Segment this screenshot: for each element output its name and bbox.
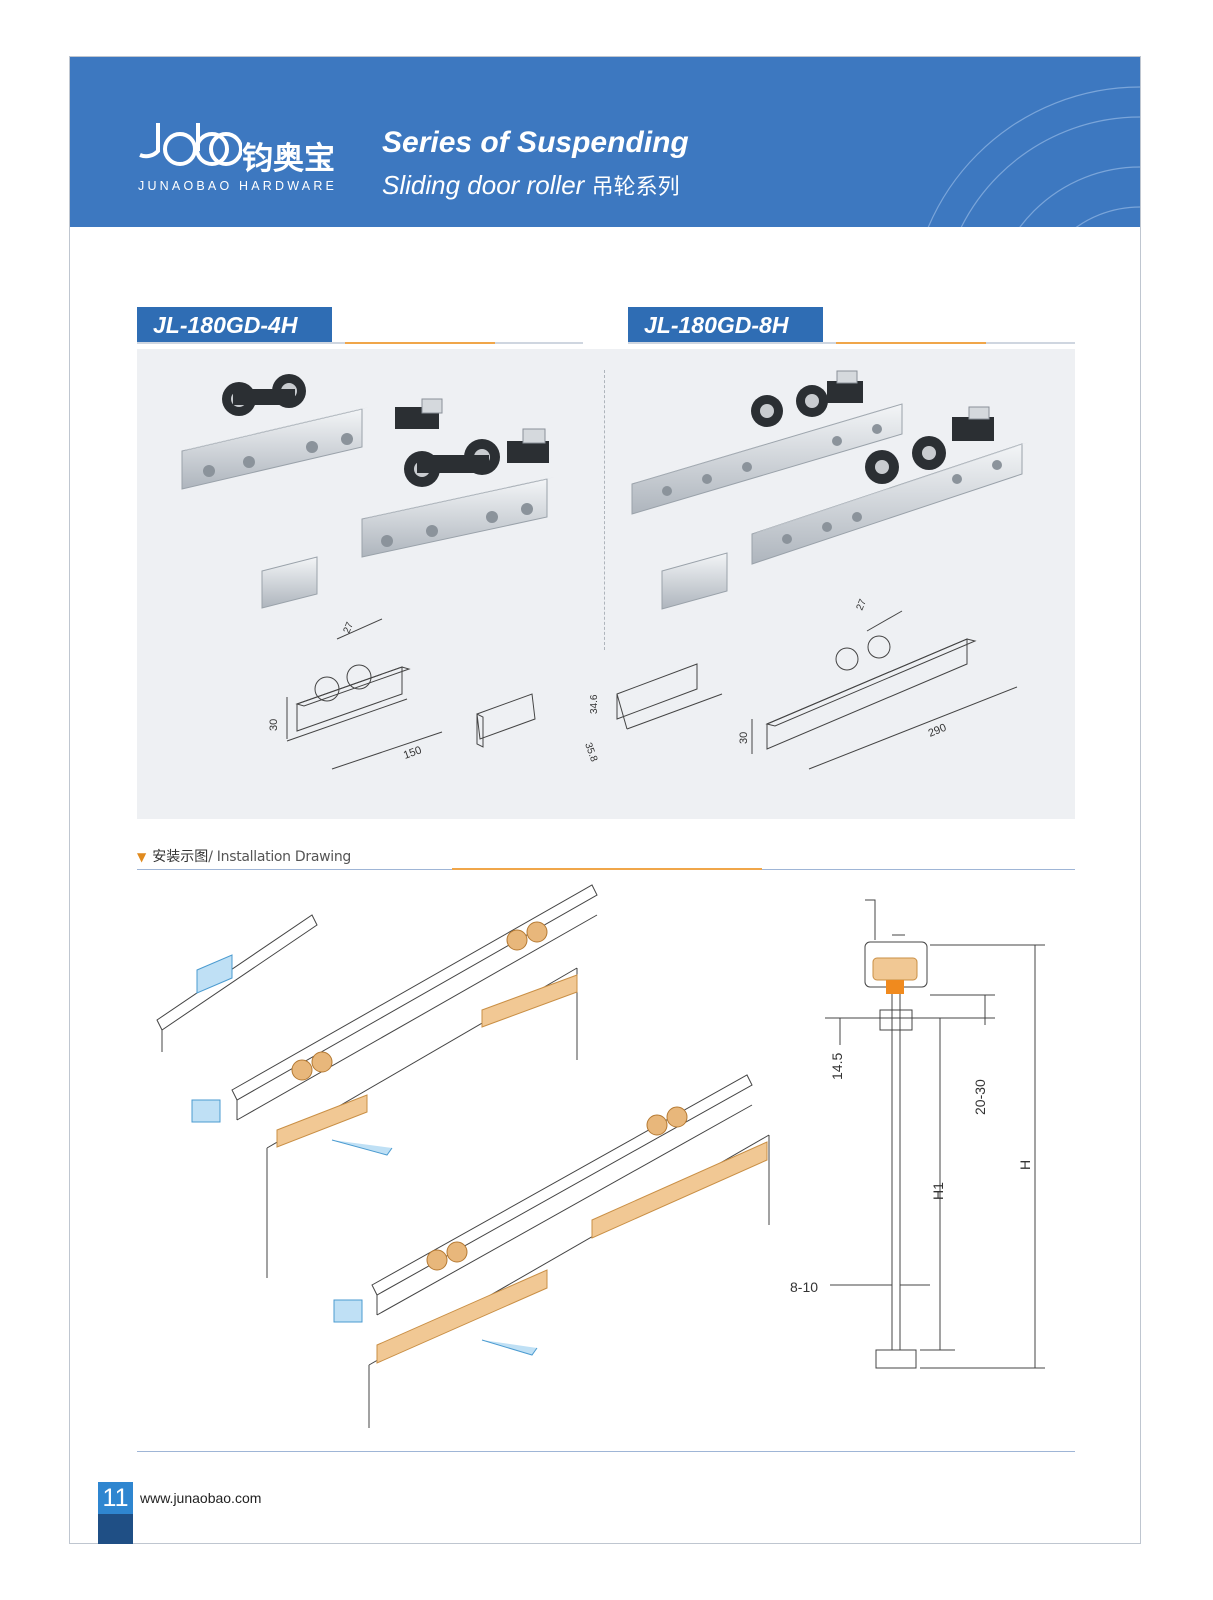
roller-8h-photo-back xyxy=(631,370,909,515)
bottom-guide-8h-photo xyxy=(661,552,728,610)
model-tab-8h: JL-180GD-8H xyxy=(628,307,823,343)
dim-length-8h: 290 xyxy=(927,722,949,740)
dim-track-width: 35.8 xyxy=(582,741,599,763)
page-frame xyxy=(69,56,1141,1544)
track-profile-drawing xyxy=(616,663,723,730)
installation-title-en: / Installation Drawing xyxy=(208,849,352,865)
roller-8h-drawing xyxy=(751,610,1018,770)
section-view-drawing: 14.5 20-30 H1 H 8-10 xyxy=(790,899,1045,1369)
page-number: 11 xyxy=(98,1482,133,1514)
triangle-icon: ▼ xyxy=(137,850,147,864)
dim-section-h: H xyxy=(1017,1160,1033,1170)
track-stopper-4h-photo xyxy=(395,398,443,429)
product-illustrations: 27 30 150 xyxy=(181,370,1029,770)
dim-section-gap: 8-10 xyxy=(790,1279,818,1295)
roller-8h-photo-front xyxy=(751,406,1029,565)
series-subtitle: Sliding door roller 吊轮系列 xyxy=(382,169,680,201)
bottom-guide-4h-photo xyxy=(261,556,318,609)
footer-divider xyxy=(137,1451,1075,1452)
installation-title-cn: 安装示图 xyxy=(152,849,209,865)
installation-heading: ▼ 安装示图/ Installation Drawing xyxy=(137,846,351,866)
section-bolt xyxy=(886,980,904,994)
roller-4h-photo-back xyxy=(181,374,369,490)
page-number-box: 11 xyxy=(98,1482,133,1544)
installation-divider-accent xyxy=(452,868,762,870)
mounting-plates xyxy=(276,974,768,1364)
roller-wheels xyxy=(291,921,688,1271)
stopper-4h-drawing xyxy=(476,693,536,748)
installation-drawing xyxy=(156,884,770,1428)
tab-underline-accent-8h xyxy=(836,342,986,344)
roller-4h-photo-front xyxy=(361,428,555,558)
dim-height-8h: 30 xyxy=(738,732,750,744)
series-subtitle-en: Sliding door roller xyxy=(382,170,585,200)
series-title: Series of Suspending xyxy=(382,126,689,159)
dim-section-b: 20-30 xyxy=(972,1079,988,1115)
stopper-parts xyxy=(191,954,538,1356)
section-roller xyxy=(872,957,918,981)
header-banner: 钧奥宝 JUNAOBAO HARDWARE Series of Suspendi… xyxy=(70,57,1140,227)
dim-top-8h: 27 xyxy=(855,597,870,612)
dim-height-4h: 30 xyxy=(268,719,280,731)
roller-4h-drawing xyxy=(286,618,443,770)
dim-top-4h: 27 xyxy=(342,620,357,635)
model-tab-4h: JL-180GD-4H xyxy=(137,307,332,343)
dim-track-height: 34.6 xyxy=(589,694,600,714)
dim-section-a: 14.5 xyxy=(829,1053,845,1080)
dim-length-4h: 150 xyxy=(402,744,423,762)
panel-divider xyxy=(604,370,605,650)
website-link[interactable]: www.junaobao.com xyxy=(140,1490,262,1506)
logo-icon xyxy=(139,123,242,166)
logo-english-name: JUNAOBAO HARDWARE xyxy=(138,179,338,193)
dim-section-h1: H1 xyxy=(930,1182,946,1200)
series-subtitle-cn: 吊轮系列 xyxy=(591,175,680,200)
tab-underline-accent-4h xyxy=(345,342,495,344)
decorative-circles xyxy=(927,86,1140,227)
logo-chinese-name: 钧奥宝 xyxy=(242,141,335,177)
